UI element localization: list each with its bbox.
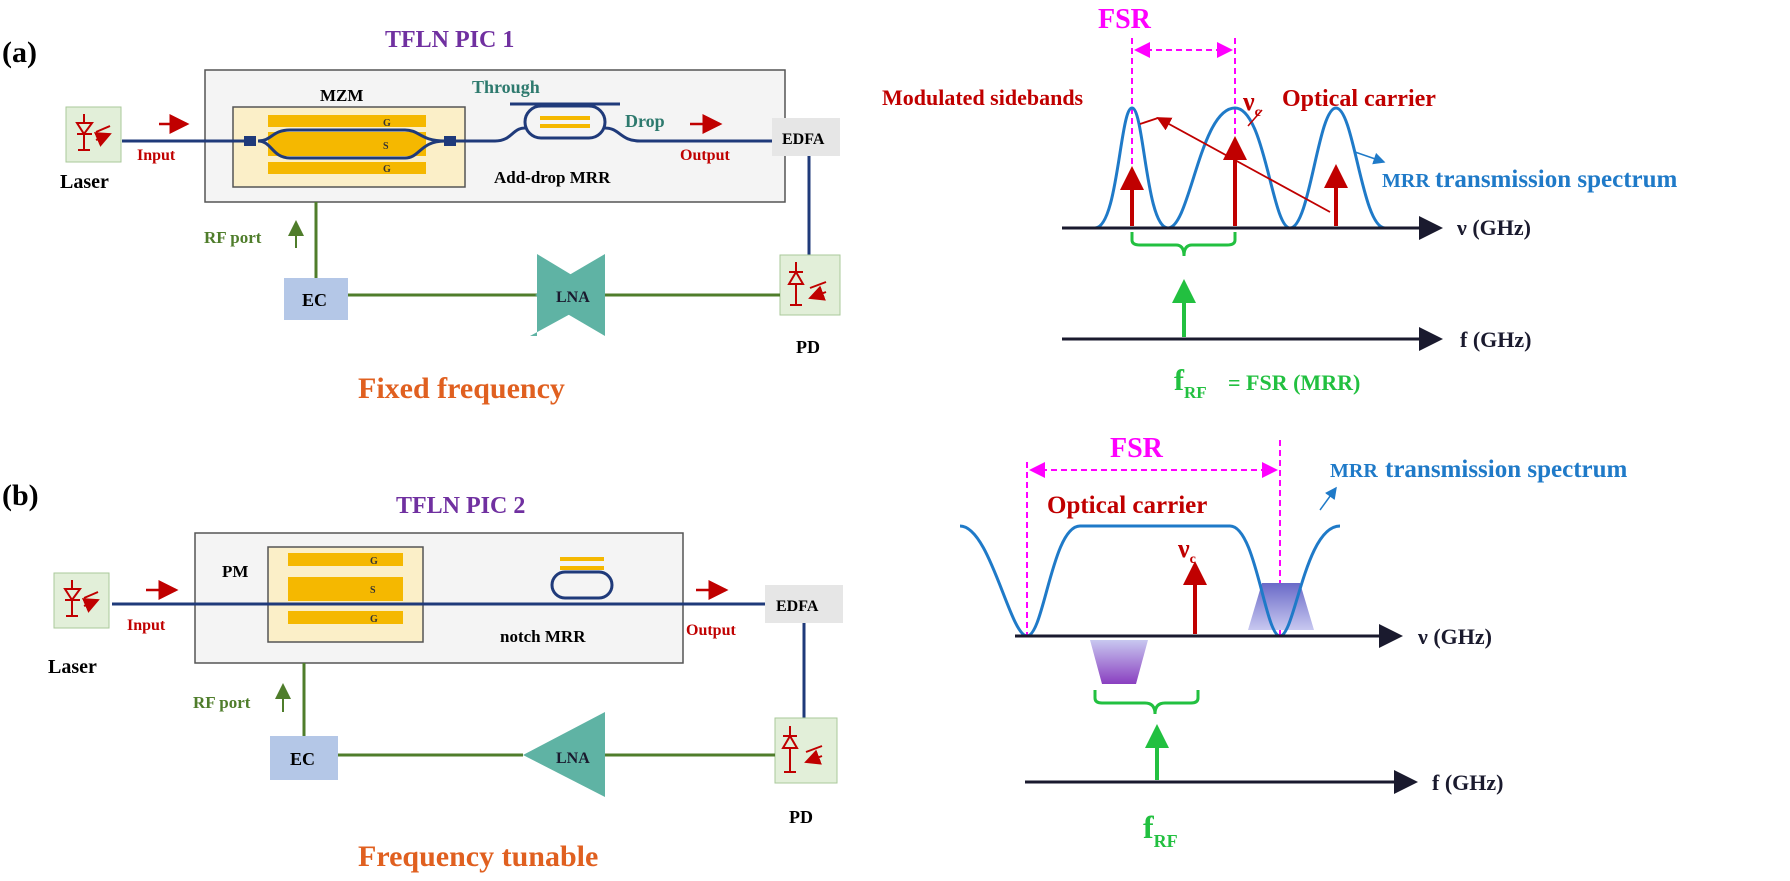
frf-bracket-b <box>1093 690 1200 715</box>
f-axis-a-label: f (GHz) <box>1460 327 1531 352</box>
mzm-g-top-label: G <box>383 118 391 129</box>
input-a-label: Input <box>137 147 176 164</box>
fsr-b-label: FSR <box>1110 433 1164 464</box>
mrr-pointer-a <box>1354 151 1386 165</box>
laser-b-label: Laser <box>48 656 97 678</box>
pd-b-box <box>774 717 838 784</box>
laser-a-icon <box>75 114 110 151</box>
sideband-arrows-a <box>1120 136 1348 226</box>
rf-port-a-label: RF port <box>204 228 262 247</box>
lna-a-label: LNA <box>556 289 590 306</box>
output-b-label: Output <box>686 622 736 639</box>
pd-b-icon <box>781 726 823 772</box>
output-a-label: Output <box>680 147 730 164</box>
fsr-a-label: FSR <box>1098 4 1152 35</box>
notch-mrr-heater-1 <box>560 557 604 561</box>
f-axis-b-label: f (GHz) <box>1432 770 1503 795</box>
ec-b-box <box>270 736 338 780</box>
carrier-pointer-a <box>1247 109 1263 127</box>
transmission-spectrum-b-label: transmission spectrum <box>1385 456 1628 483</box>
pm-s-label: S <box>370 585 376 596</box>
mzm-coupler-right <box>444 136 456 146</box>
mrr-heater-2 <box>540 124 590 128</box>
pd-a-icon <box>787 262 827 305</box>
laser-b-box <box>53 572 110 629</box>
transmission-spectrum-a-label: transmission spectrum <box>1435 166 1678 193</box>
frf-a-symbol: fRF <box>1174 364 1207 402</box>
laser-a-label: Laser <box>60 171 109 193</box>
optical-carrier-b-label: Optical carrier <box>1047 492 1207 519</box>
add-drop-mrr-ring <box>523 104 607 140</box>
frf-bracket-a <box>1130 232 1237 257</box>
panel-b-label: (b) <box>2 479 39 512</box>
rf-port-b-label: RF port <box>193 693 251 712</box>
panel-b-spectrum: FSR Optical carrier ν (GHz) f (GHz) νc M… <box>959 433 1628 851</box>
pm-label: PM <box>222 562 248 581</box>
mrr-heater-1 <box>540 116 590 120</box>
mrr-word-b: MRR <box>1330 460 1378 482</box>
through-label: Through <box>472 77 540 97</box>
panel-a-spectrum: FSR ν (GHz) f (GHz) Modulated sidebands … <box>882 4 1678 402</box>
frf-b-symbol: fRF <box>1143 809 1178 851</box>
mzm-s-label: S <box>383 141 389 152</box>
lna-a-shape <box>535 254 605 336</box>
pic1-waveguide <box>122 126 780 160</box>
panel-b-schematic: (b) TFLN PIC 2 PM G S G notch MRR Laser … <box>2 479 843 873</box>
ec-b-label: EC <box>290 749 315 769</box>
add-drop-mrr-label: Add-drop MRR <box>494 168 611 187</box>
panel-a-schematic: (a) TFLN PIC 1 MZM G S G Through Drop A <box>2 27 841 405</box>
panel-a-label: (a) <box>2 36 37 69</box>
caption-a: Fixed frequency <box>358 372 565 405</box>
rf-loop-a <box>314 202 780 297</box>
edfa-a-box <box>772 118 840 156</box>
mzm-label: MZM <box>320 86 363 105</box>
nu-c-b-symbol: νc <box>1177 534 1196 567</box>
input-b-label: Input <box>127 617 166 634</box>
mzm-electrode-g-top <box>268 115 426 127</box>
optical-carrier-a-label: Optical carrier <box>1282 86 1436 112</box>
notch-mrr-heater-2 <box>560 566 604 570</box>
pm-electrode-g-bottom <box>288 611 403 624</box>
mzm-g-bottom-label: G <box>383 164 391 175</box>
modulated-sidebands-label: Modulated sidebands <box>882 85 1084 110</box>
mrr-transmission-peaks-a <box>1094 106 1386 230</box>
pd-b-label: PD <box>789 807 813 827</box>
laser-a-box <box>65 106 122 163</box>
lna-b-shape <box>523 712 605 797</box>
mzm-electrode-g-bottom <box>268 162 426 174</box>
pic1-title: TFLN PIC 1 <box>385 27 514 53</box>
nu-axis-b-label: ν (GHz) <box>1417 624 1492 649</box>
mzm-coupler-left <box>244 136 256 146</box>
caption-b: Frequency tunable <box>358 840 598 873</box>
mrr-pointer-b <box>1319 486 1337 511</box>
nu-c-a-symbol: νc <box>1242 87 1261 120</box>
ec-a-label: EC <box>302 290 327 310</box>
edfa-b-label: EDFA <box>776 598 819 615</box>
nu-axis-a-label: ν (GHz) <box>1456 215 1531 240</box>
pm-g-bottom-label: G <box>370 614 378 625</box>
pm-electrode-s <box>288 577 403 601</box>
edfa-b-box <box>765 585 843 623</box>
mrr-transmission-notch-b <box>959 524 1341 638</box>
notch-mrr-ring <box>550 570 614 600</box>
notch-filter-lower <box>1090 640 1148 684</box>
notch-filter-upper <box>1248 583 1314 630</box>
ec-a-box <box>284 278 348 320</box>
drop-label: Drop <box>625 111 665 131</box>
lna-b-label: LNA <box>556 750 590 767</box>
pd-a-label: PD <box>796 337 820 357</box>
rf-loop-b <box>302 663 775 757</box>
frf-a-equation: = FSR (MRR) <box>1228 370 1360 395</box>
notch-mrr-label: notch MRR <box>500 627 586 646</box>
laser-b-icon <box>63 580 98 617</box>
sideband-pointer-a <box>1139 117 1331 213</box>
mzm-electrode-s <box>268 132 426 156</box>
pm-electrode-g-top <box>288 553 403 566</box>
pm-g-top-label: G <box>370 556 378 567</box>
mrr-word-a: MRR <box>1382 170 1430 192</box>
edfa-a-label: EDFA <box>782 131 825 148</box>
pic2-title: TFLN PIC 2 <box>396 493 525 519</box>
